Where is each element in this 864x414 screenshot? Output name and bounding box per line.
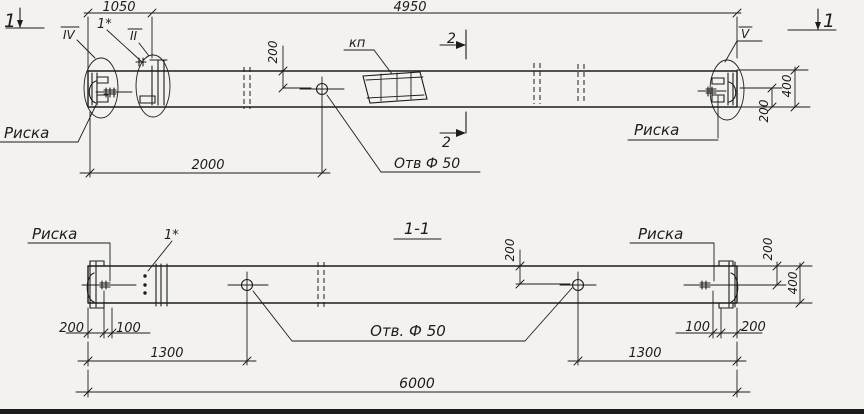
- top-hole-note-leader: [326, 94, 481, 173]
- dim-1050: 1050: [102, 0, 135, 15]
- section-left-end-connection: [81, 260, 168, 309]
- detail-v-label: V: [741, 27, 750, 41]
- section-dim-chain-left: [65, 290, 151, 339]
- section-dim-200-hole: [515, 249, 571, 289]
- section-title: 1-1: [404, 219, 430, 238]
- section-view: 1-1 1* Риска Риска 200 Отв. Ф 50 200 400…: [27, 219, 813, 398]
- note-1star-section: 1*: [164, 228, 179, 243]
- dim-1300-right: 1300: [628, 346, 661, 361]
- top-dim-200-hole: [278, 45, 312, 93]
- hole-note-section: Отв. Ф 50: [370, 322, 446, 340]
- section-right-end-connection: [683, 260, 739, 309]
- section-dim-1300-left: [77, 341, 257, 367]
- top-riska-leaders: [0, 104, 719, 143]
- top-detail-leaders: [60, 26, 763, 63]
- section-dim-chain-right: [675, 290, 763, 339]
- riska-right-top: Риска: [634, 121, 679, 139]
- riska-right-section: Риска: [638, 225, 683, 243]
- section-2-marks: [439, 29, 467, 137]
- cut1-left-label: 1: [4, 10, 16, 32]
- note-1star-top: 1*: [97, 17, 112, 32]
- dim-200-end-top: 200: [757, 99, 771, 122]
- top-break-lines: [243, 63, 585, 109]
- dim-6000: 6000: [399, 376, 435, 392]
- section-leaders: [27, 240, 715, 342]
- detail-iv-label: IV: [63, 28, 76, 42]
- dim-left-200: 200: [59, 321, 84, 336]
- top-right-end-connection: [697, 59, 745, 139]
- dim-1300-left: 1300: [150, 346, 183, 361]
- section-dim-end-depth: [725, 261, 813, 308]
- dim-4950: 4950: [393, 0, 426, 15]
- top-left-end-connection: [83, 54, 171, 119]
- dim-200-hole-top: 200: [266, 40, 280, 63]
- section-holes-50: [227, 271, 597, 366]
- dim-400-end-section: 400: [786, 271, 800, 294]
- cut1-right-label: 1: [823, 10, 835, 32]
- top-beam-outline: [87, 70, 738, 108]
- top-hole-50: [299, 76, 345, 174]
- kp-plate-label: кп: [349, 36, 366, 51]
- dim-400-end-top: 400: [780, 74, 794, 97]
- scan-border: [0, 409, 864, 414]
- hole-note-top: Отв Ф 50: [394, 156, 460, 172]
- top-kp-plate: [343, 49, 428, 104]
- dim-right-100: 100: [685, 320, 710, 335]
- dim-200-end-section: 200: [761, 237, 775, 260]
- section-dim-6000: [75, 369, 751, 398]
- riska-left-top: Риска: [4, 124, 49, 142]
- dim-right-200: 200: [741, 320, 766, 335]
- dim-left-100: 100: [116, 321, 141, 336]
- section-1-marks: [5, 7, 837, 31]
- dim-2000: 2000: [191, 158, 224, 173]
- section-dim-1300-right: [567, 341, 747, 367]
- top-view: 1 1 1050 4950 IV II V 1* кп 2 2 200 Риск…: [0, 0, 837, 178]
- top-dim-length: [83, 8, 742, 71]
- riska-left-section: Риска: [32, 225, 77, 243]
- detail-ii-label: II: [130, 29, 138, 43]
- top-dim-2000: [79, 111, 331, 178]
- dim-200-hole-section: 200: [503, 238, 517, 261]
- top-dim-end-depth: [736, 65, 811, 112]
- section-break-lines: [317, 262, 325, 307]
- section-beam-outline: [87, 265, 738, 304]
- cut2-bottom-label: 2: [442, 135, 451, 151]
- cut2-top-label: 2: [447, 31, 456, 47]
